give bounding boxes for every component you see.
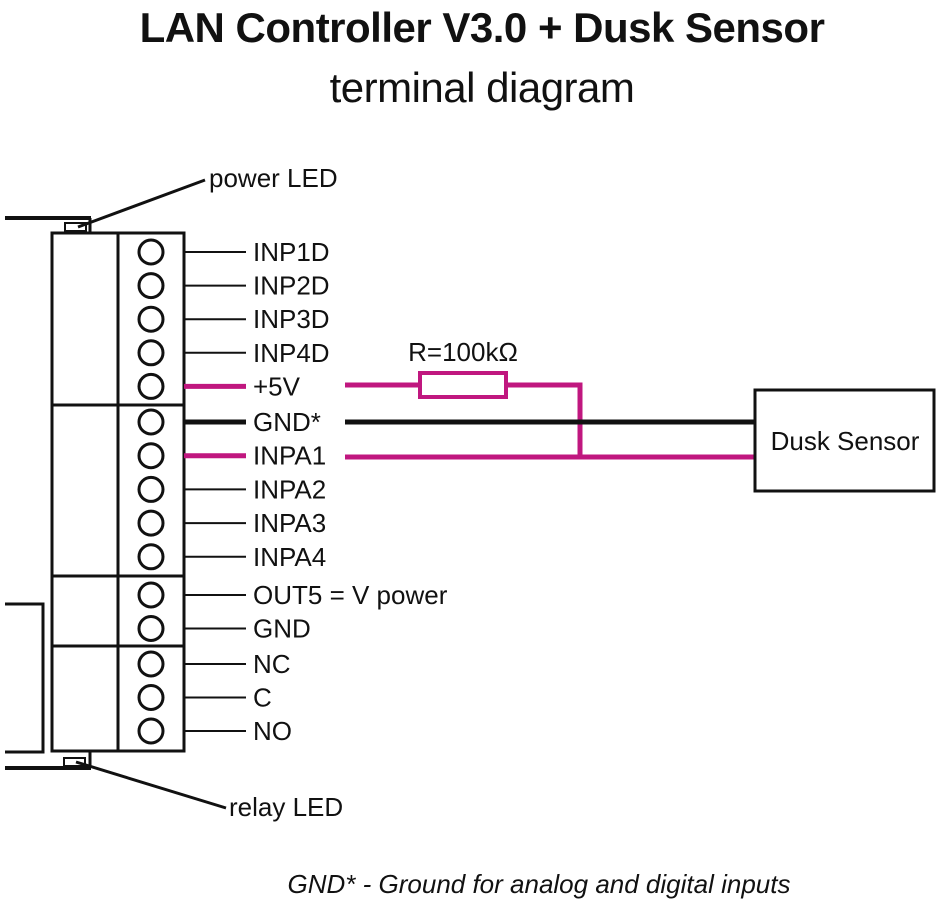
terminal-screw-icon <box>137 475 165 503</box>
dusk-sensor-label: Dusk Sensor <box>771 426 920 456</box>
terminal-screw-icon <box>137 305 165 333</box>
terminal-label: OUT5 = V power <box>253 580 448 610</box>
terminal-screw-icon <box>137 650 165 678</box>
terminal-label: +5V <box>253 371 301 401</box>
terminal-label: NC <box>253 649 291 679</box>
terminal-gnd: GND <box>137 614 311 644</box>
terminal-inpa3: INPA3 <box>137 508 326 538</box>
terminal-screw-icon <box>137 543 165 571</box>
power-led-label: power LED <box>209 163 338 193</box>
terminal-label: NO <box>253 716 292 746</box>
diagram-subtitle: terminal diagram <box>330 64 635 111</box>
terminal-screw-icon <box>137 238 165 266</box>
terminal-screw-icon <box>137 372 165 400</box>
relay-led-leader <box>75 760 227 810</box>
terminal-label: INP4D <box>253 338 330 368</box>
terminal-inp2d: INP2D <box>137 271 330 301</box>
terminal-no: NO <box>137 716 292 746</box>
power-led-leader <box>77 178 206 229</box>
terminal-label: INPA2 <box>253 474 326 504</box>
terminal-nc: NC <box>137 649 291 679</box>
terminal-label: GND <box>253 614 311 644</box>
terminal-screw-icon <box>137 509 165 537</box>
terminal-inp3d: INP3D <box>137 304 330 334</box>
diagram-title: LAN Controller V3.0 + Dusk Sensor <box>140 4 825 51</box>
terminal-inp1d: INP1D <box>137 237 330 267</box>
terminal-c: C <box>137 683 272 713</box>
wire-resistor-to-junction <box>506 382 583 457</box>
terminal-screw-icon <box>137 408 165 436</box>
terminal-screw-icon <box>137 339 165 367</box>
footnote: GND* - Ground for analog and digital inp… <box>288 869 791 899</box>
power-led: power LED <box>5 163 338 233</box>
external-wiring: R=100kΩ Dusk Sensor <box>345 337 936 493</box>
terminal-screw-icon <box>137 717 165 745</box>
terminal-screw-icon <box>137 272 165 300</box>
terminal-label: INP1D <box>253 237 330 267</box>
terminal-inpa4: INPA4 <box>137 542 326 572</box>
terminal-screw-icon <box>137 615 165 642</box>
relay-led: relay LED <box>5 751 343 822</box>
terminal-screw-icon <box>137 442 165 470</box>
terminal-label: INPA1 <box>253 441 326 471</box>
terminal-gnd: GND* <box>137 407 321 437</box>
terminal-label: GND* <box>253 407 321 437</box>
terminal-label: C <box>253 683 272 713</box>
terminal-label: INP2D <box>253 271 330 301</box>
terminal-label: INPA3 <box>253 508 326 538</box>
terminal-out5-v-power: OUT5 = V power <box>137 580 448 610</box>
terminal-inp4d: INP4D <box>137 338 330 368</box>
terminal-label: INP3D <box>253 304 330 334</box>
terminal-inpa1: INPA1 <box>137 441 326 471</box>
terminal-label: INPA4 <box>253 542 326 572</box>
relay-led-label: relay LED <box>229 792 343 822</box>
terminal-screw-icon <box>137 581 165 609</box>
controller-body <box>5 231 186 754</box>
dusk-sensor-box <box>753 388 936 493</box>
resistor-label: R=100kΩ <box>408 337 518 367</box>
terminal-inpa2: INPA2 <box>137 474 326 504</box>
relay-led-indicator <box>63 757 86 767</box>
terminal-screw-icon <box>137 684 165 711</box>
terminal--5v: +5V <box>137 371 301 401</box>
relay-bracket <box>5 602 45 754</box>
power-led-indicator <box>64 222 87 232</box>
resistor <box>418 371 508 399</box>
